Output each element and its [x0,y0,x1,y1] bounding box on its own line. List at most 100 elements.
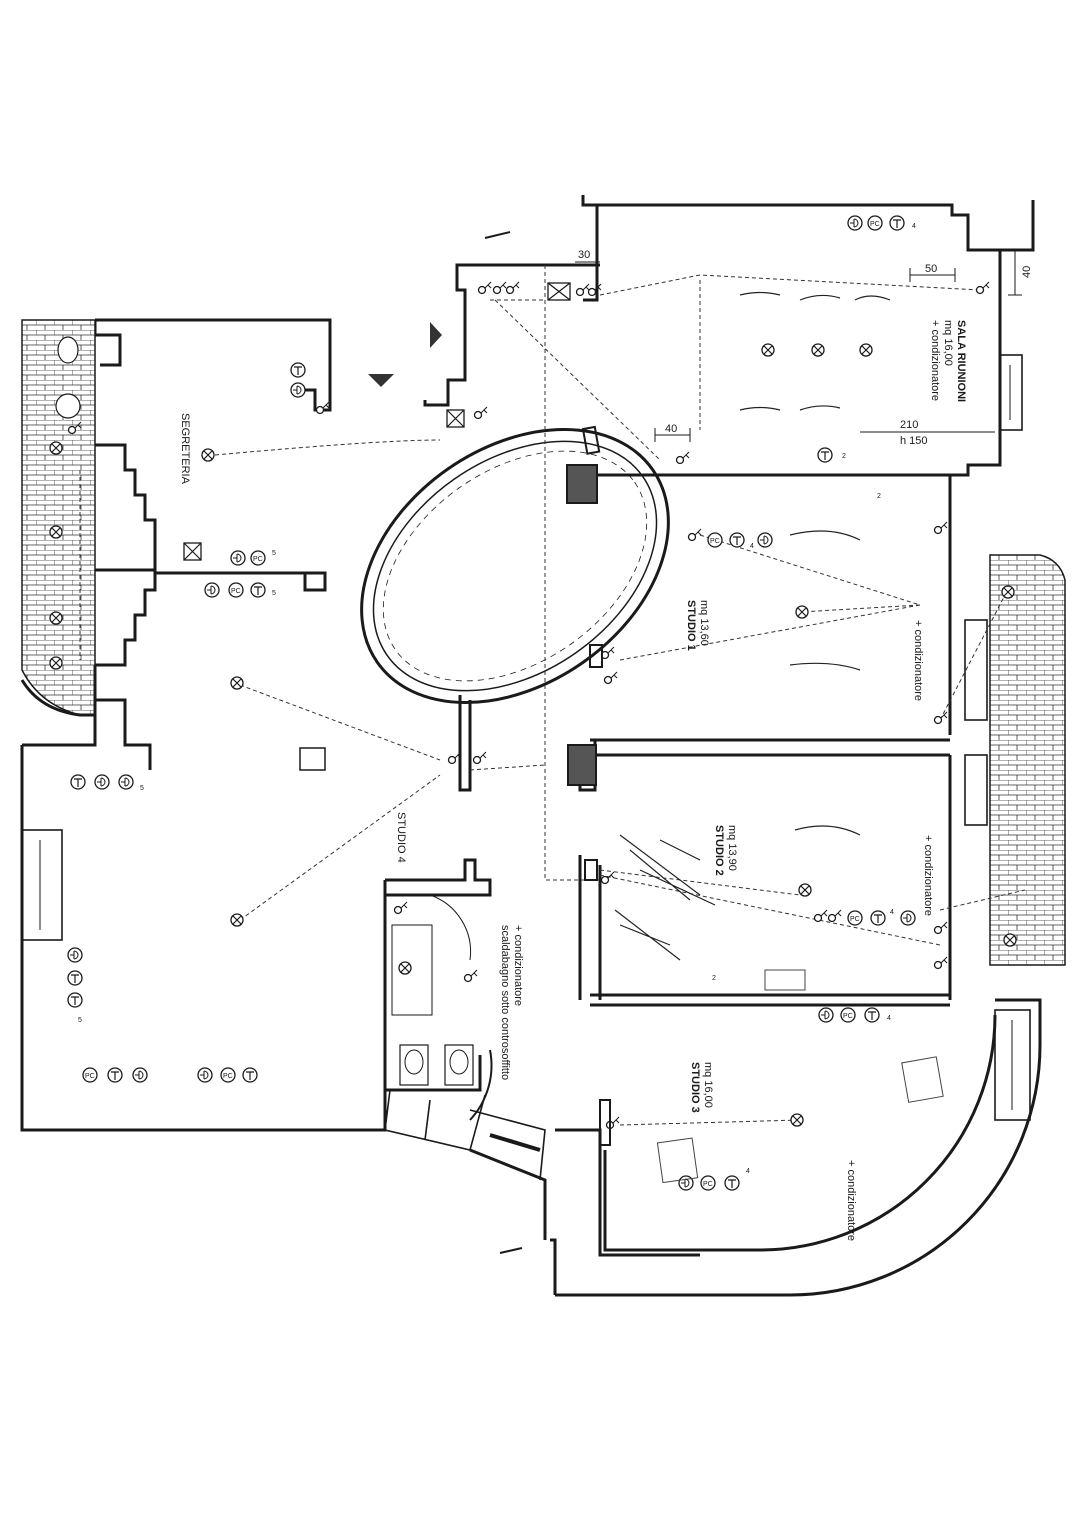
light-icon [230,913,244,927]
socket-icon [230,550,246,566]
socket-icon [290,382,306,398]
light-icon [49,656,63,670]
bidet-icon [399,1044,429,1086]
telephone-icon [864,1007,880,1023]
pc-label: PC [223,1073,233,1080]
pillar [299,747,326,771]
telephone-icon [870,910,886,926]
arrow-icon [430,322,442,348]
room-note-sala-riunioni: + condizionatore [929,320,941,401]
switch-icon [603,671,618,685]
switch-icon [933,921,948,935]
pc-label: PC [253,556,263,563]
count-label: 4 [746,1168,750,1175]
telephone-icon [250,582,266,598]
room-note-bagno: + condizionatore [512,925,524,1006]
studio3-window [994,1009,1031,1121]
switch-icon [463,969,478,983]
column [567,744,597,786]
socket-icon [67,947,83,963]
light-icon [398,961,412,975]
telephone-icon [107,1067,123,1083]
switch-icon [600,871,615,885]
switch-icon [687,528,702,542]
room-note-studio3: + condizionatore [845,1160,857,1241]
socket-icon [757,532,773,548]
room-name-segreteria: SEGRETERIA [179,413,191,485]
telephone-icon [67,992,83,1008]
pc-label: PC [870,221,880,228]
outlets: PC 4 PC 5 PC 5 5 5 PC PC PC [67,215,916,1191]
pc-label: PC [231,588,241,595]
room-name-studio1: STUDIO 1 [685,600,697,651]
telephone-icon [817,447,833,463]
toilet-icon [444,1044,474,1086]
arrow-icon [368,374,394,387]
room-area-studio1: mq 13,60 [698,600,710,646]
light-switches [67,281,990,1130]
north-arrows [368,231,523,1254]
light-icon [811,343,825,357]
column [566,464,598,504]
count-label: 4 [887,1015,891,1022]
light-icon [795,605,809,619]
pc-label: PC [703,1181,713,1188]
telephone-icon [290,362,306,378]
sink-icon [55,393,81,419]
count-label: 2 [712,975,716,982]
count-label: 4 [890,909,894,916]
left-terrace-tiles [21,319,96,716]
switch-icon [587,283,602,297]
light-icon [859,343,873,357]
dimension-label: h 150 [900,435,928,447]
switch-icon [492,281,507,295]
ceiling-lights [49,282,1017,1127]
switch-icon [933,521,948,535]
room-note-bagno-heater: scaldabagno sotto controsoffitto [499,925,511,1080]
count-label: 2 [877,493,881,500]
light-icon [1003,933,1017,947]
right-terrace-tiles [989,554,1066,966]
room-name-sala-riunioni: SALA RIUNIONI [955,320,967,402]
light-icon [798,883,812,897]
dimension-label: 40 [665,423,677,435]
switch-icon [813,909,828,923]
telephone-icon [242,1067,258,1083]
pc-label: PC [850,916,860,923]
switch-icon [505,281,520,295]
dimension-label: 210 [900,419,918,431]
switch-icon [473,406,488,420]
door-swing [429,894,472,961]
pc-label: PC [843,1013,853,1020]
switch-icon [975,281,990,295]
room-area-sala-riunioni: mq 16,00 [942,320,954,366]
switch-icon [393,901,408,915]
socket-icon [204,582,220,598]
telephone-icon [67,970,83,986]
studio4-window [21,829,63,941]
light-icon [230,676,244,690]
switch-icon [933,956,948,970]
switch-icon [600,646,615,660]
light-icon [49,611,63,625]
room-note-studio2: + condizionatore [922,835,934,916]
socket-icon [118,774,134,790]
socket-icon [94,774,110,790]
pc-label: PC [710,538,720,545]
telephone-icon [889,215,905,231]
switch-icon [827,909,842,923]
pc-label: PC [85,1073,95,1080]
room-name-studio2: STUDIO 2 [713,825,725,876]
toilet-icon [57,336,79,364]
room-name-studio4: STUDIO 4 [395,812,407,863]
furniture-sketches [614,291,944,1184]
oval-stair [360,428,670,786]
dimension-label: 40 [1021,266,1033,278]
room-area-studio3: mq 16,00 [702,1062,714,1108]
light-icon [49,441,63,455]
switch-icon [575,283,590,297]
room-labels: SALA RIUNIONI mq 16,00 + condizionatore … [179,320,967,1241]
switch-icon [605,1116,620,1130]
socket-icon [678,1175,694,1191]
